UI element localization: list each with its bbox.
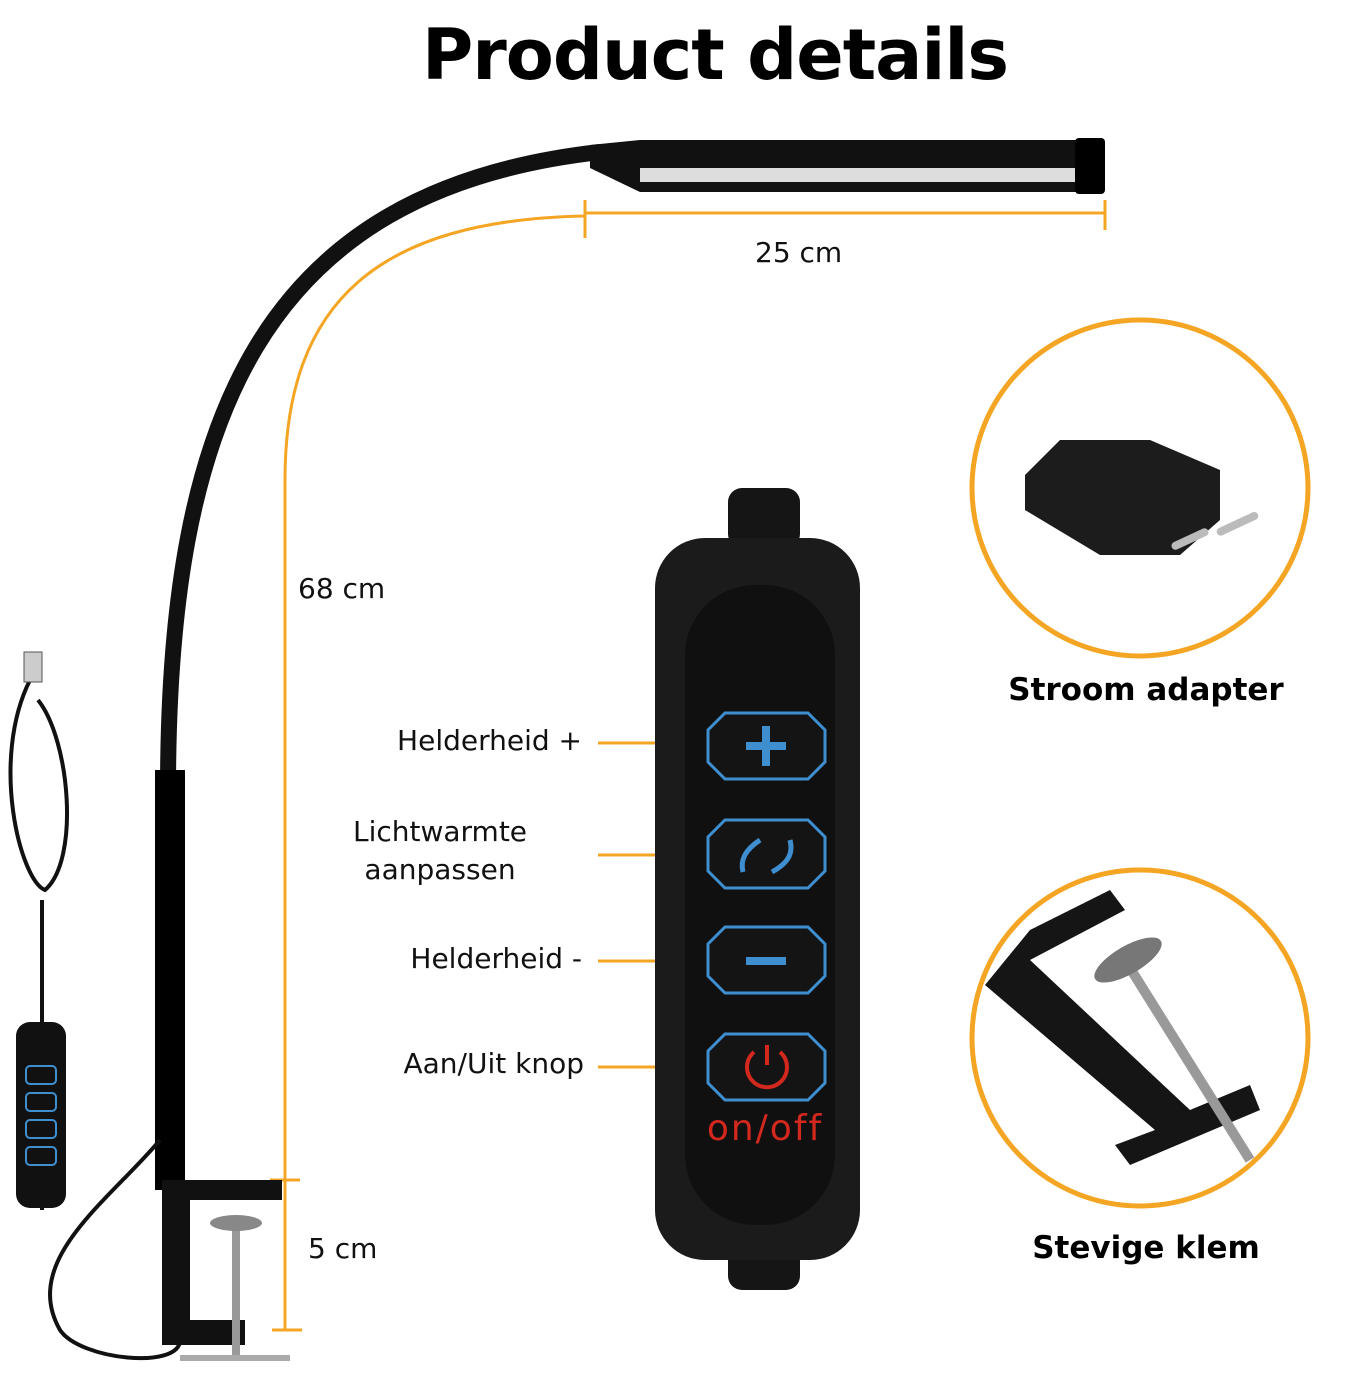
- label-color-temp-line2: aanpassen: [364, 853, 516, 886]
- adapter-caption: Stroom adapter: [1008, 672, 1284, 708]
- label-color-temp: Lichtwarmte aanpassen: [290, 813, 590, 889]
- power-button[interactable]: [706, 1032, 827, 1102]
- dimension-lines: [270, 200, 1107, 1332]
- power-text: on/off: [706, 1108, 824, 1149]
- cycle-arrows-icon: [739, 837, 794, 875]
- arm-height-label: 68 cm: [298, 572, 386, 605]
- color-temp-button[interactable]: [706, 818, 827, 890]
- power-icon: [745, 1045, 789, 1090]
- minus-icon: [746, 957, 786, 965]
- clamp-caption: Stevige klem: [1032, 1230, 1260, 1266]
- label-brightness-down: Helderheid -: [410, 942, 582, 975]
- label-brightness-up: Helderheid +: [397, 724, 582, 757]
- plus-icon: [746, 726, 786, 766]
- label-power: Aan/Uit knop: [403, 1047, 584, 1080]
- clamp-height-label: 5 cm: [308, 1232, 378, 1265]
- label-color-temp-line1: Lichtwarmte: [352, 815, 528, 848]
- clamp-icon: [985, 890, 1260, 1165]
- power-adapter-icon: [1025, 440, 1259, 555]
- page-title: Product details: [421, 14, 1009, 96]
- lamp-icon: [8, 138, 1105, 1361]
- head-length-label: 25 cm: [755, 236, 843, 269]
